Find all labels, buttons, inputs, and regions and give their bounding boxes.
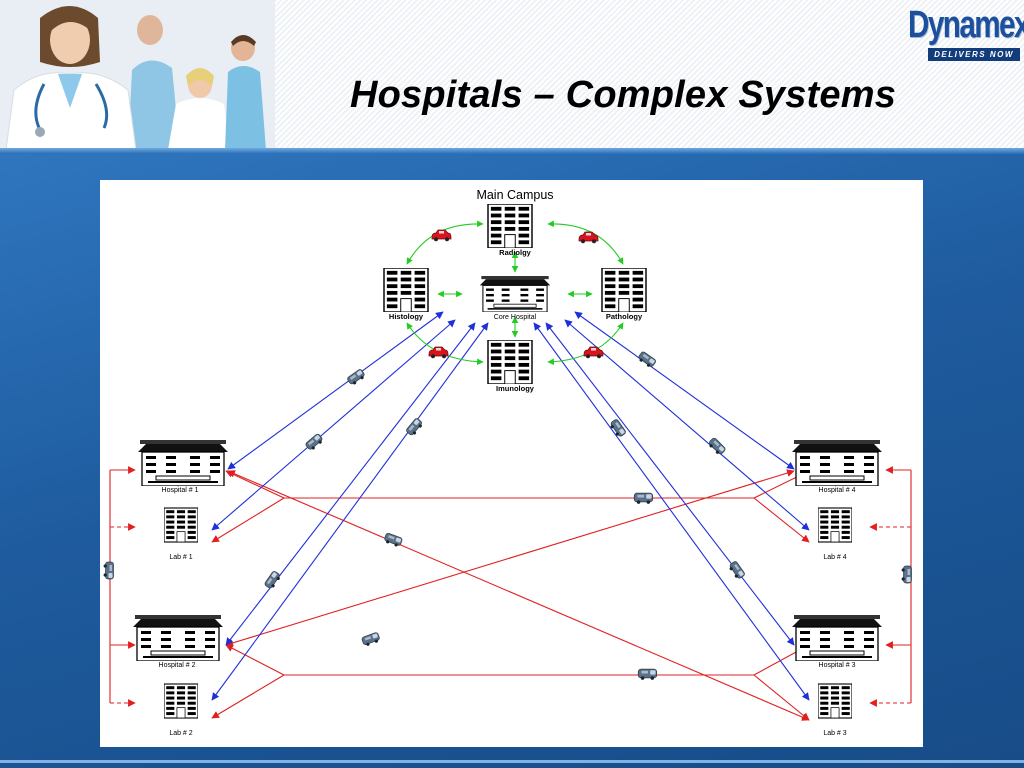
lab-2: Lab # 2 <box>164 683 198 737</box>
red-routes <box>109 466 912 721</box>
van-icon <box>727 560 746 581</box>
histology-label: Histology <box>389 312 424 321</box>
lab-1: Lab # 1 <box>164 507 198 561</box>
van-icon <box>636 350 658 370</box>
hospital-4: Hospital # 4 <box>792 440 882 494</box>
immunology-building: Imunology <box>487 340 535 393</box>
footer-line <box>0 760 1024 763</box>
lab-4-label: Lab # 4 <box>823 554 846 561</box>
red-route-h2-to-h4 <box>225 469 795 647</box>
car-icon <box>578 231 599 244</box>
hospital-3: Hospital # 3 <box>792 615 882 669</box>
slide-title: Hospitals – Complex Systems <box>350 74 897 116</box>
red-route-h1-to-h3 <box>227 470 810 721</box>
hospital-2-label: Hospital # 2 <box>159 662 196 669</box>
hospital-3-label: Hospital # 3 <box>819 662 856 669</box>
radiology-label: Radiolgy <box>499 248 531 257</box>
hospital-1: Hospital # 1 <box>138 440 228 494</box>
logo-tagline: DELIVERS NOW <box>928 48 1020 61</box>
header-divider <box>0 148 1024 154</box>
van-icon <box>263 569 283 591</box>
core-hospital-label: Core Hospital <box>494 314 537 321</box>
van-icon <box>637 668 658 680</box>
van-icon <box>404 417 425 438</box>
van-icon <box>360 631 382 648</box>
logo-wordmark: Dynamex <box>908 4 1024 46</box>
network-svg: Main Campus Radiolgy Histology Core Hosp… <box>103 188 913 737</box>
van-icon <box>103 561 115 580</box>
van-icon <box>346 368 367 387</box>
lab-3-label: Lab # 3 <box>823 730 846 737</box>
pathology-building: Pathology <box>601 268 647 321</box>
network-diagram: Main Campus Radiolgy Histology Core Hosp… <box>100 180 923 747</box>
hospital-2: Hospital # 2 <box>133 615 223 669</box>
medical-staff-photo <box>0 0 275 150</box>
radiology-building: Radiolgy <box>487 204 533 257</box>
lab-4: Lab # 4 <box>818 507 852 561</box>
van-icon <box>706 436 727 457</box>
car-icon <box>583 346 604 359</box>
car-icon <box>431 229 452 242</box>
delivery-vans <box>103 350 913 680</box>
hospital-1-label: Hospital # 1 <box>162 487 199 494</box>
main-campus-label: Main Campus <box>476 188 553 202</box>
van-icon <box>901 565 913 584</box>
hospital-4-label: Hospital # 4 <box>819 487 856 494</box>
dynamex-logo: Dynamex DELIVERS NOW <box>898 0 1024 66</box>
core-hospital-building: Core Hospital <box>479 276 551 321</box>
lab-1-label: Lab # 1 <box>169 554 192 561</box>
van-icon <box>382 532 404 549</box>
immunology-label: Imunology <box>496 384 535 393</box>
lab-2-label: Lab # 2 <box>169 730 192 737</box>
van-icon <box>633 492 654 504</box>
lab-3: Lab # 3 <box>818 683 852 737</box>
slide-header: Hospitals – Complex Systems Dynamex DELI… <box>0 0 1024 150</box>
histology-building: Histology <box>383 268 429 321</box>
pathology-label: Pathology <box>606 312 643 321</box>
